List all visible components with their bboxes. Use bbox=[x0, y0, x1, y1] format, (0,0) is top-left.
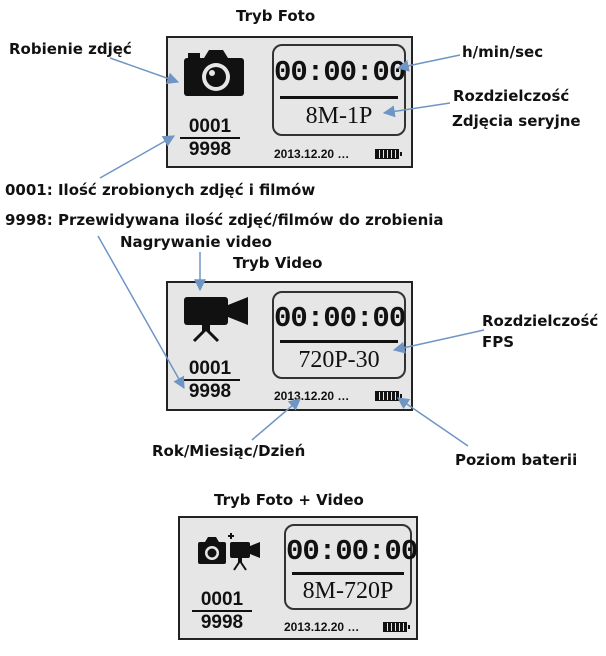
resolution-display: 8M-720P bbox=[302, 578, 394, 604]
photo-mode-title: Tryb Foto bbox=[236, 7, 316, 25]
battery-icon bbox=[375, 149, 402, 159]
shots-taken-count: 0001 bbox=[200, 589, 244, 610]
video-camera-icon bbox=[184, 297, 248, 343]
timer-divider bbox=[280, 96, 398, 99]
combo-mode-title: Tryb Foto + Video bbox=[214, 491, 364, 509]
arrow-to-count bbox=[99, 135, 176, 179]
label-fps: FPS bbox=[482, 333, 515, 351]
resolution-display: 720P-30 bbox=[298, 347, 380, 373]
date-display: 2013.12.20 … bbox=[274, 389, 350, 403]
label-resolution-photo: Rozdzielczość bbox=[453, 87, 570, 105]
shots-taken-count: 0001 bbox=[188, 116, 232, 137]
date-display: 2013.12.20 … bbox=[284, 620, 360, 634]
timer-display: 00:00:00 bbox=[274, 302, 406, 335]
shots-taken-count: 0001 bbox=[188, 358, 232, 379]
label-resolution-video: Rozdzielczość bbox=[482, 312, 599, 330]
battery-icon bbox=[375, 391, 402, 401]
combo-info-panel: 00:00:00 8M-720P bbox=[284, 524, 418, 610]
resolution-display: 8M-1P bbox=[305, 103, 373, 129]
count-divider bbox=[180, 137, 240, 139]
video-mode-title: Tryb Video bbox=[233, 254, 323, 272]
label-date-desc: Rok/Miesiąc/Dzień bbox=[152, 442, 306, 460]
label-count-desc: 0001: Ilość zrobionych zdjęć i filmów bbox=[5, 181, 316, 199]
count-divider bbox=[192, 610, 252, 612]
date-display: 2013.12.20 … bbox=[274, 147, 350, 161]
video-info-panel: 00:00:00 720P-30 bbox=[272, 291, 406, 379]
combo-mode-screen: 0001 9998 00:00:00 8M-720P 2013.12.20 … bbox=[178, 516, 418, 640]
label-burst: Zdjęcia seryjne bbox=[452, 112, 581, 130]
shots-remaining-count: 9998 bbox=[200, 612, 244, 633]
battery-icon bbox=[383, 622, 410, 632]
video-mode-screen: 0001 9998 00:00:00 720P-30 2013.12.20 … bbox=[166, 281, 413, 411]
timer-display: 00:00:00 bbox=[286, 535, 418, 568]
photo-info-panel: 00:00:00 8M-1P bbox=[272, 44, 406, 136]
count-divider bbox=[180, 379, 240, 381]
timer-display: 00:00:00 bbox=[274, 56, 406, 89]
timer-divider bbox=[292, 572, 404, 575]
camera-icon bbox=[184, 50, 244, 96]
shots-remaining-count: 9998 bbox=[188, 381, 232, 402]
label-recording-video: Nagrywanie video bbox=[120, 233, 272, 251]
shots-remaining-count: 9998 bbox=[188, 139, 232, 160]
label-hms: h/min/sec bbox=[462, 43, 544, 61]
label-battery-desc: Poziom baterii bbox=[455, 451, 578, 469]
label-taking-photos: Robienie zdjęć bbox=[9, 40, 132, 58]
label-remaining-desc: 9998: Przewidywana ilość zdjęć/filmów do… bbox=[5, 211, 444, 229]
photo-mode-screen: 0001 9998 00:00:00 8M-1P 2013.12.20 … bbox=[166, 36, 413, 168]
timer-divider bbox=[280, 340, 398, 343]
camera-plus-video-icon bbox=[198, 533, 260, 571]
